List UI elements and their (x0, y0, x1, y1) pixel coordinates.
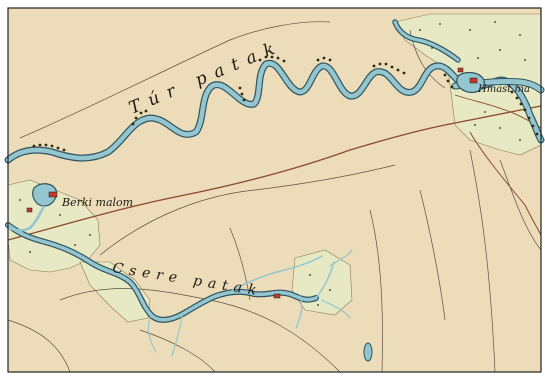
main-road (7, 105, 542, 241)
orchard-dots (19, 21, 526, 306)
label-village: Hmast ma (477, 84, 530, 95)
map-border (7, 7, 542, 373)
side-road (469, 131, 542, 236)
small-lake (363, 342, 373, 362)
mill-pond (7, 183, 57, 232)
label-mill: Berki malom (61, 196, 133, 209)
csere-river (5, 222, 353, 357)
tree-rows (32, 55, 539, 152)
buildings (26, 67, 478, 299)
